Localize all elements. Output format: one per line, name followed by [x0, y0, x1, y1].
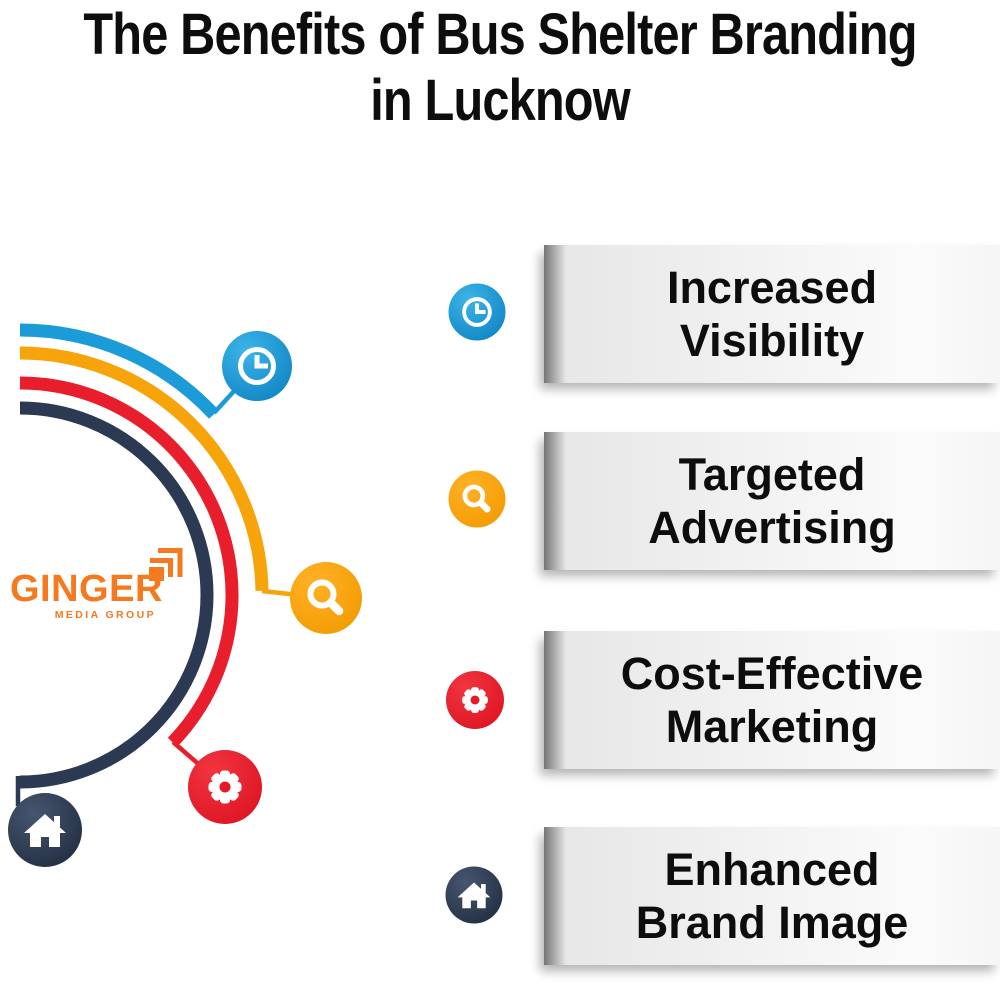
arc-navy	[19, 401, 214, 789]
brand-logo-icon	[149, 548, 183, 581]
benefit-title-line: Enhanced	[664, 844, 880, 895]
magnifier-badge-large	[290, 562, 362, 634]
brand-logo: GINGER MEDIA GROUP	[10, 568, 163, 621]
benefit-banner-enhanced-brand-image: Enhanced Brand Image	[544, 827, 1000, 965]
page-title: The Benefits of Bus Shelter Branding in …	[0, 2, 1000, 134]
arc-orange	[19, 346, 269, 591]
benefit-banner-targeted-advertising: Targeted Advertising	[544, 432, 1000, 570]
title-line-2: in Lucknow	[370, 68, 630, 133]
arc-red	[19, 376, 239, 747]
gear-badge-large	[188, 750, 262, 824]
benefit-title-line: Brand Image	[635, 897, 909, 948]
benefit-title-line: Targeted	[678, 449, 866, 500]
gear-badge-small	[446, 671, 504, 729]
arc-blue	[19, 323, 219, 419]
brand-name: GINGER	[10, 568, 163, 610]
clock-badge-large	[222, 331, 292, 401]
brand-tagline: MEDIA GROUP	[54, 609, 156, 621]
clock-badge-small	[448, 283, 506, 341]
home-badge-small	[445, 866, 503, 924]
title-line-1: The Benefits of Bus Shelter Branding	[83, 2, 917, 67]
benefit-title-line: Advertising	[648, 502, 896, 553]
benefit-title-line: Marketing	[665, 701, 879, 752]
benefit-title-line: Cost-Effective	[620, 648, 924, 699]
benefit-banner-cost-effective-marketing: Cost-Effective Marketing	[544, 631, 1000, 769]
home-badge-large	[8, 793, 82, 867]
benefit-banner-increased-visibility: Increased Visibility	[544, 245, 1000, 383]
magnifier-badge-small	[448, 470, 506, 528]
benefit-title-line: Visibility	[679, 315, 865, 366]
benefit-title-line: Increased	[666, 262, 878, 313]
